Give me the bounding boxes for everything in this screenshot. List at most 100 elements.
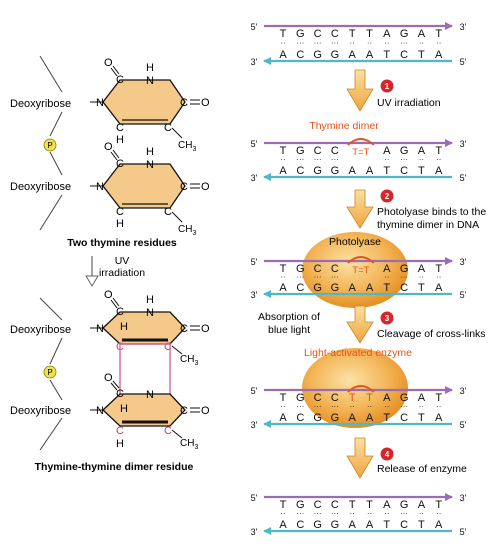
top-base: G: [296, 263, 305, 275]
top-base: T: [280, 499, 287, 511]
two-thymine-caption: Two thymine residues: [67, 237, 177, 249]
bottom-base: G: [313, 519, 322, 531]
bottom-base: A: [366, 412, 374, 424]
bottom-base: C: [296, 282, 304, 294]
top-base: A: [418, 28, 426, 40]
dimer-crosslink-arc: [347, 138, 375, 146]
strand-end-label: 5': [460, 420, 467, 430]
atom-h: H: [116, 134, 124, 146]
bottom-base: T: [418, 282, 425, 294]
atom-o: O: [104, 141, 113, 153]
bottom-base: A: [279, 165, 287, 177]
bottom-base: A: [349, 412, 357, 424]
bottom-base: G: [331, 519, 340, 531]
strand-end-label: 3': [460, 257, 467, 267]
top-base: A: [383, 28, 391, 40]
top-base: T: [435, 28, 442, 40]
bottom-base: T: [383, 49, 390, 61]
step-number: 3: [385, 314, 390, 323]
deoxyribose-label: Deoxyribose: [10, 98, 71, 110]
bottom-base: T: [383, 412, 390, 424]
atom-n: N: [146, 75, 154, 87]
bottom-base: C: [400, 49, 408, 61]
bottom-base: T: [383, 165, 390, 177]
hydrogen-bond-mark: ··: [436, 155, 441, 164]
top-base: C: [314, 392, 322, 404]
bottom-base: T: [418, 519, 425, 531]
atom-n: N: [146, 307, 154, 319]
atom-n: N: [96, 323, 104, 335]
atom-c: C: [116, 425, 124, 437]
atom-n: N: [96, 405, 104, 417]
down-arrow-icon: [346, 189, 374, 229]
bottom-base: A: [279, 282, 287, 294]
strand-end-label: 5': [460, 173, 467, 183]
bottom-base: T: [383, 282, 390, 294]
hydrogen-bond-mark: ··: [436, 273, 441, 282]
thymine-ring-bottom: N H N C O C O C H C CH3: [90, 141, 210, 237]
top-base: C: [314, 145, 322, 157]
top-base: A: [418, 499, 426, 511]
atom-n: N: [146, 389, 154, 401]
dimer-ring-bottom: N N C O C O H C C H CH3: [90, 372, 210, 451]
hydrogen-bond-mark: ··: [384, 155, 389, 164]
down-arrow-icon: [346, 69, 374, 112]
top-base: A: [383, 499, 391, 511]
atom-o: O: [104, 372, 113, 384]
atom-o: O: [201, 323, 210, 335]
hydrogen-bond-mark: ···: [296, 273, 304, 282]
top-base: A: [383, 145, 391, 157]
top-base: G: [400, 392, 409, 404]
bottom-base: T: [383, 519, 390, 531]
strand-end-label: 5': [251, 22, 258, 32]
atom-h: H: [146, 62, 154, 74]
atom-h: H: [146, 146, 154, 158]
strand-end-label: 3': [251, 527, 258, 537]
atom-c: C: [164, 206, 172, 218]
bottom-base: C: [296, 49, 304, 61]
hydrogen-bond-mark: ··: [350, 39, 355, 48]
top-base: T: [280, 263, 287, 275]
step-number: 1: [385, 82, 390, 91]
hydrogen-bond-mark: ···: [331, 155, 339, 164]
hydrogen-bond-mark: ··: [280, 402, 285, 411]
hydrogen-bond-mark: ···: [296, 509, 304, 518]
deoxyribose-label: Deoxyribose: [10, 181, 71, 193]
top-base: T: [349, 392, 356, 404]
bottom-base: A: [349, 165, 357, 177]
strand-end-label: 3': [460, 493, 467, 503]
cyclobutane-bond: [119, 343, 171, 403]
bottom-base: C: [296, 165, 304, 177]
bottom-base: C: [296, 412, 304, 424]
bottom-base: C: [400, 412, 408, 424]
top-base: G: [296, 499, 305, 511]
step-badge: [380, 311, 394, 325]
hydrogen-bond-mark: ··: [367, 39, 372, 48]
backbone-line: [39, 55, 63, 93]
bottom-base: A: [366, 282, 374, 294]
backbone-line: [49, 151, 63, 176]
bottom-base: T: [418, 165, 425, 177]
bottom-base: G: [331, 412, 340, 424]
hydrogen-bond-mark: ··: [419, 509, 424, 518]
hydrogen-bond-mark: ··: [350, 402, 355, 411]
hydrogen-bond-mark: ···: [314, 273, 322, 282]
top-base: A: [418, 263, 426, 275]
backbone-line: [39, 297, 63, 321]
top-base: T: [280, 392, 287, 404]
atom-ch3: CH3: [178, 224, 196, 237]
atom-o: O: [104, 289, 113, 301]
hydrogen-bond-mark: ··: [280, 509, 285, 518]
absorption-label: blue light: [268, 324, 310, 336]
top-base: G: [400, 263, 409, 275]
down-arrow-icon: [346, 437, 374, 479]
top-base: T: [366, 392, 373, 404]
hydrogen-bond-mark: ···: [400, 402, 408, 411]
hydrogen-bond-mark: ···: [314, 155, 322, 164]
step-number: 4: [385, 450, 390, 459]
atom-o: O: [201, 181, 210, 193]
dimer-caption: Thymine-thymine dimer residue: [35, 461, 194, 473]
hydrogen-bond-mark: ··: [367, 402, 372, 411]
atom-n: N: [96, 181, 104, 193]
